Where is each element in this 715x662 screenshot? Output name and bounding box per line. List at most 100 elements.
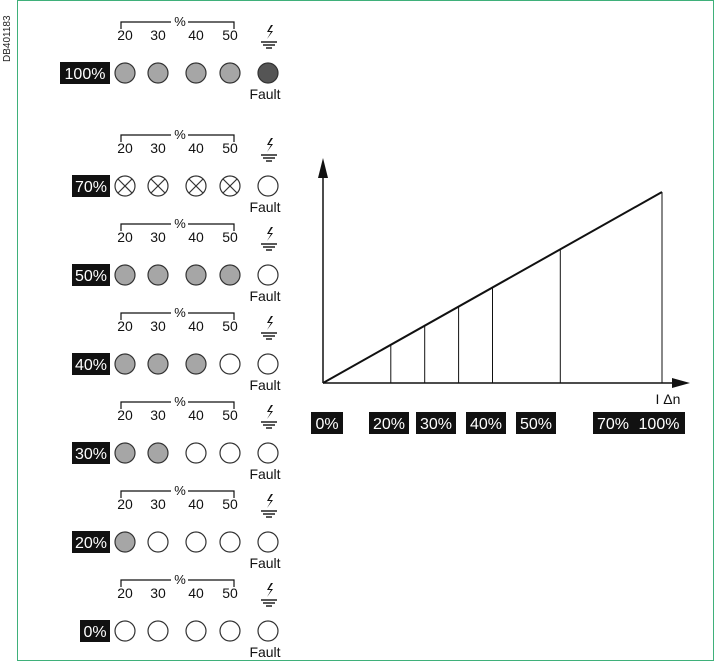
fault-led bbox=[257, 62, 279, 84]
scale-label: 20 bbox=[117, 407, 133, 423]
x-tick-label: 40% bbox=[470, 416, 502, 433]
fault-led bbox=[257, 620, 279, 642]
y-axis-arrow-icon bbox=[318, 158, 328, 178]
x-tick-box bbox=[633, 412, 685, 434]
x-axis-arrow-icon bbox=[672, 378, 690, 388]
x-tick-box bbox=[516, 412, 556, 434]
led-indicator bbox=[185, 531, 207, 553]
led-cross bbox=[188, 178, 204, 194]
x-tick-box bbox=[466, 412, 506, 434]
x-tick-label: 0% bbox=[315, 416, 338, 433]
scale-bracket bbox=[120, 401, 235, 409]
x-tick-label: 50% bbox=[520, 416, 552, 433]
led-indicator bbox=[114, 264, 136, 286]
level-label: 70% bbox=[75, 179, 107, 196]
x-tick-label: 20% bbox=[373, 416, 405, 433]
axis-label: I Δn bbox=[656, 391, 681, 407]
level-label: 100% bbox=[65, 66, 106, 83]
scale-label: 20 bbox=[117, 585, 133, 601]
x-tick-box bbox=[593, 412, 633, 434]
led-indicator bbox=[219, 531, 241, 553]
percent-sign: % bbox=[174, 572, 186, 587]
led-cross bbox=[150, 178, 166, 194]
level-label-box bbox=[72, 353, 110, 375]
led-indicator bbox=[219, 442, 241, 464]
percent-sign: % bbox=[174, 483, 186, 498]
fault-label: Fault bbox=[249, 86, 280, 102]
led-cross bbox=[117, 178, 133, 194]
led-indicator bbox=[114, 62, 136, 84]
percent-sign: % bbox=[174, 216, 186, 231]
led-cross bbox=[222, 178, 238, 194]
scale-label: 50 bbox=[222, 140, 238, 156]
scale-label: 20 bbox=[117, 140, 133, 156]
level-label: 50% bbox=[75, 268, 107, 285]
x-tick-box bbox=[369, 412, 409, 434]
scale-bracket bbox=[120, 223, 235, 231]
lightning-icon bbox=[267, 583, 273, 597]
led-indicator bbox=[219, 620, 241, 642]
level-label: 20% bbox=[75, 535, 107, 552]
scale-bracket bbox=[120, 21, 235, 29]
scale-label: 50 bbox=[222, 407, 238, 423]
diagram-frame bbox=[17, 0, 714, 661]
x-tick-label: 100% bbox=[639, 416, 680, 433]
led-panels: % 20 30 40 50 100% Fault% 20 30 40 50 70% Fault% 20 30… bbox=[60, 14, 281, 660]
level-label: 30% bbox=[75, 446, 107, 463]
scale-label: 30 bbox=[150, 407, 166, 423]
fault-led bbox=[257, 442, 279, 464]
fault-led bbox=[257, 531, 279, 553]
scale-label: 30 bbox=[150, 229, 166, 245]
lightning-icon bbox=[267, 494, 273, 508]
scale-label: 50 bbox=[222, 585, 238, 601]
led-indicator bbox=[185, 353, 207, 375]
level-label-box bbox=[80, 620, 110, 642]
fault-label: Fault bbox=[249, 555, 280, 571]
level-label-box bbox=[72, 442, 110, 464]
scale-label: 30 bbox=[150, 585, 166, 601]
led-indicator bbox=[147, 353, 169, 375]
fault-label: Fault bbox=[249, 466, 280, 482]
percent-sign: % bbox=[174, 305, 186, 320]
scale-label: 40 bbox=[188, 496, 204, 512]
led-indicator bbox=[114, 353, 136, 375]
level-label-box bbox=[72, 264, 110, 286]
led-indicator bbox=[185, 264, 207, 286]
lightning-icon bbox=[267, 25, 273, 39]
x-tick-box bbox=[416, 412, 456, 434]
scale-label: 30 bbox=[150, 140, 166, 156]
led-indicator bbox=[147, 620, 169, 642]
led-indicator bbox=[147, 62, 169, 84]
scale-label: 20 bbox=[117, 318, 133, 334]
fault-label: Fault bbox=[249, 644, 280, 660]
scale-label: 30 bbox=[150, 496, 166, 512]
fault-label: Fault bbox=[249, 199, 280, 215]
fault-led bbox=[257, 353, 279, 375]
led-indicator bbox=[114, 531, 136, 553]
lightning-icon bbox=[267, 138, 273, 152]
level-label: 40% bbox=[75, 357, 107, 374]
level-label-box bbox=[72, 175, 110, 197]
level-label-box bbox=[60, 62, 110, 84]
scale-label: 20 bbox=[117, 229, 133, 245]
leakage-graph: I Δn0%20%30%40%50%70%100% bbox=[311, 158, 690, 434]
scale-bracket bbox=[120, 134, 235, 142]
scale-label: 40 bbox=[188, 318, 204, 334]
scale-label: 40 bbox=[188, 229, 204, 245]
fault-led bbox=[257, 175, 279, 197]
x-tick-box bbox=[311, 412, 343, 434]
led-indicator bbox=[147, 531, 169, 553]
level-label: 0% bbox=[83, 624, 106, 641]
scale-bracket bbox=[120, 579, 235, 587]
scale-label: 30 bbox=[150, 27, 166, 43]
scale-label: 40 bbox=[188, 407, 204, 423]
led-indicator bbox=[147, 264, 169, 286]
lightning-icon bbox=[267, 227, 273, 241]
scale-label: 30 bbox=[150, 318, 166, 334]
